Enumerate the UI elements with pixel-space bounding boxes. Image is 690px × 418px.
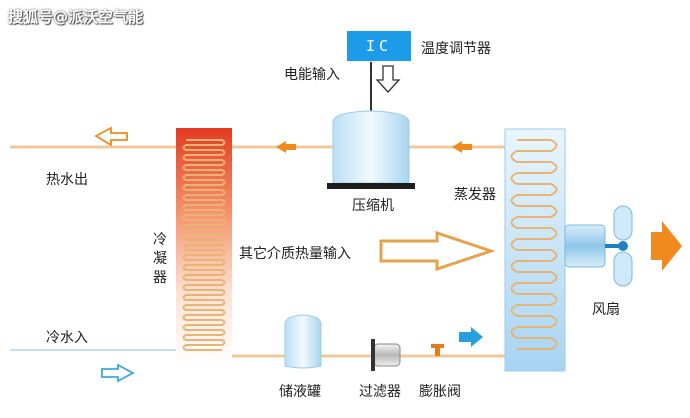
- condenser-coil: [182, 139, 226, 351]
- evaporator-label: 蒸发器: [454, 187, 496, 203]
- cold-water-in-label: 冷水入: [46, 330, 88, 346]
- blue-flow-arrow-icon: [459, 327, 483, 347]
- expansion-valve: [431, 344, 444, 356]
- heat-input-label: 其它介质热量输入: [239, 246, 351, 262]
- power-input-arrow-icon: [375, 65, 401, 93]
- expansion-valve-label: 膨胀阀: [419, 384, 461, 400]
- fan-hub: [618, 241, 628, 251]
- expansion-valve-cap: [431, 344, 444, 348]
- thermostat-label: 温度调节器: [421, 41, 491, 57]
- fan: [564, 205, 633, 287]
- receiver-tank: [284, 314, 322, 369]
- receiver-tank-label: 储液罐: [279, 384, 321, 400]
- compressor-base: [327, 183, 415, 189]
- condenser: [176, 128, 232, 363]
- expansion-valve-stem: [435, 347, 440, 356]
- air-flow-arrow-icon: [651, 221, 682, 271]
- fan-blade-bottom: [613, 251, 633, 287]
- watermark: 搜狐号@派沃空气能: [8, 8, 144, 26]
- compressor-body: [332, 110, 410, 184]
- hot-water-out-label: 热水出: [46, 172, 88, 188]
- heat-input-arrow-icon: [379, 230, 496, 272]
- hot-water-out-arrow-icon: [94, 126, 128, 147]
- ic-chip: IC: [347, 31, 411, 61]
- filter: [371, 339, 401, 371]
- filter-flange: [371, 339, 375, 371]
- compressor: [327, 62, 415, 189]
- fan-motor: [564, 224, 606, 268]
- filter-label: 过滤器: [359, 384, 401, 400]
- filter-body: [373, 343, 401, 367]
- evaporator: [504, 128, 566, 372]
- fan-label: 风扇: [592, 302, 620, 318]
- cold-water-in-arrow-icon: [101, 363, 135, 383]
- flow-arrow-icon: [452, 141, 472, 153]
- fan-blade-top: [613, 205, 633, 241]
- condenser-label: 冷凝器: [153, 232, 167, 286]
- evaporator-coil: [510, 139, 558, 350]
- flow-arrow-icon: [276, 141, 296, 153]
- power-input-label: 电能输入: [284, 67, 340, 83]
- receiver-tank-body: [284, 314, 322, 369]
- compressor-label: 压缩机: [352, 198, 394, 214]
